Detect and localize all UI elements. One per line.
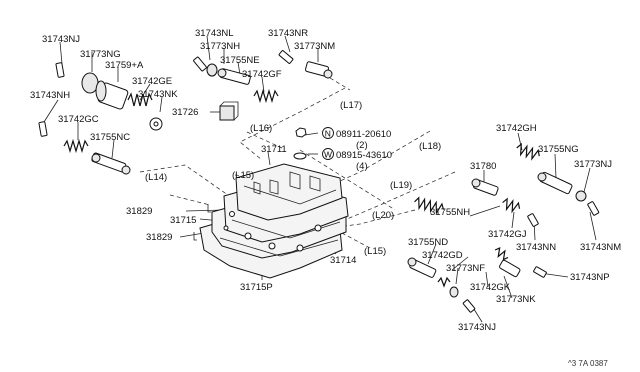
label-31829-b: 31829 [146,232,172,243]
cap-31773nf-icon [449,286,459,298]
pin-31743nl-icon [193,56,207,72]
label-31773ng: 31773NG [80,49,121,60]
cap-31773nh-icon [206,63,218,77]
label-31743nl: 31743NL [195,28,234,39]
diagram-code: ^3 7A 0387 [568,359,608,368]
label-31742gd: 31742GD [422,250,463,261]
label-31743nr: 31743NR [268,28,308,39]
spring-31742gh-icon [516,142,540,161]
label-31773nk: 31773NK [496,294,536,305]
label-31743nj-b: 31743NJ [458,322,496,333]
right-parts [407,142,600,313]
label-31743nm: 31743NM [580,242,621,253]
pin-31743np-icon [533,266,547,278]
label-31773nj: 31773NJ [574,159,612,170]
part-labels: 31743NJ 31773NG 31759+A 31742GE 31743NL … [30,28,621,368]
label-31755ng: 31755NG [538,144,579,155]
label-31755nd: 31755ND [408,237,448,248]
valve-31755ne-icon [217,68,251,85]
label-31755nc: 31755NC [90,132,130,143]
block-31726-icon [219,101,239,121]
pin-31743nm-icon [587,201,600,216]
valve-31755ng-icon [537,171,573,195]
valve-31755nd-icon [407,257,437,278]
pin-31743nj-icon [55,62,65,78]
label-31715p: 31715P [240,282,273,293]
line-ref-l19: (L19) [390,180,412,191]
line-reference-labels: (L17) (L16) (L18) (L15) (L19) (L14) (L20… [145,100,441,257]
label-08915-qty: (4) [356,161,368,172]
valve-body-assembly [193,163,349,279]
svg-text:W: W [324,150,332,160]
circled-n-icon: N [322,127,334,139]
valve-31773nk-icon [499,259,521,278]
label-31743nh: 31743NH [30,90,70,101]
valve-31780-icon [471,178,499,196]
pin-31743nr-icon [278,50,294,64]
top-parts [193,50,333,160]
spring-31742gj-icon [502,197,521,214]
spring-31742gd-icon [437,276,451,288]
label-31829-a: 31829 [126,206,152,217]
label-31711: 31711 [261,144,287,155]
label-31743nj-a: 31743NJ [42,34,80,45]
label-31743nn: 31743NN [516,242,556,253]
line-ref-l15-b: (L15) [364,246,386,257]
label-31742gc: 31742GC [58,114,99,125]
label-31773nm: 31773NM [294,41,335,52]
label-31742gk: 31742GK [470,282,511,293]
nut-icon [295,127,307,138]
screw-31829-b-icon [193,232,197,241]
line-ref-l18: (L18) [419,141,441,152]
label-08911-20610: 08911-20610 [336,129,391,140]
label-31743nk: 31743NK [138,89,178,100]
label-31743np: 31743NP [570,272,610,283]
label-08915-43610: 08915-43610 [336,150,392,161]
spring-31742gc-icon [63,138,89,154]
label-31714: 31714 [330,255,356,266]
label-31715: 31715 [170,215,196,226]
cap-31773nj-icon [575,190,587,202]
line-ref-l14: (L14) [145,172,167,183]
line-ref-l16: (L16) [250,123,272,134]
pin-31743nn-icon [527,213,539,227]
spring-31742ge-icon [127,92,153,107]
svg-text:N: N [325,129,331,139]
label-31726: 31726 [172,107,198,118]
label-31773nf: 31773NF [446,263,485,274]
pin-31743nj-b-icon [462,299,476,313]
line-ref-l15-a: (L15) [232,170,254,181]
washer-icon [293,152,307,160]
circled-w-icon: W [322,148,334,160]
label-31780: 31780 [470,161,496,172]
label-31742gj: 31742GJ [488,229,527,240]
label-31742ge: 31742GE [132,76,172,87]
valve-31755nc-icon [91,152,131,175]
label-31742gf: 31742GF [242,69,282,80]
spring-31742gf-icon [253,88,279,104]
spring-31742gk-icon [494,247,509,261]
cylinder-31759a-icon [95,80,129,110]
left-parts [38,62,163,175]
label-31759a: 31759+A [105,60,144,71]
valve-31773nm-icon [305,61,333,79]
label-31742gh: 31742GH [496,123,537,134]
label-31773nh: 31773NH [200,41,240,52]
valve-31755nh-icon [414,196,445,215]
line-ref-l20: (L20) [372,210,394,221]
label-08911-qty: (2) [356,140,368,151]
pin-31743nh-icon [38,121,48,137]
label-31755ne: 31755NE [220,55,260,66]
screw-31829-a-icon [207,204,211,213]
line-ref-l17: (L17) [340,100,362,111]
label-31755nh: 31755NH [430,207,470,218]
